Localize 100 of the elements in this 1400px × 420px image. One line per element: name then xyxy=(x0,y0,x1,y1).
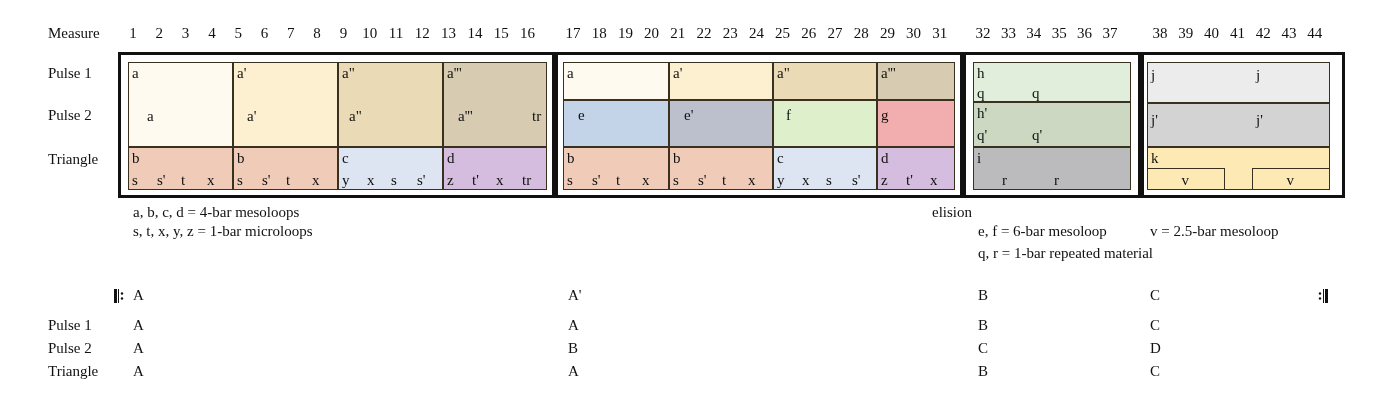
section-frame xyxy=(963,52,1141,198)
loop-block xyxy=(773,62,877,100)
measure-number: 3 xyxy=(181,24,190,42)
measure-number: 32 xyxy=(975,24,991,42)
loop-label: g xyxy=(881,107,889,123)
table-cell: B xyxy=(978,316,988,334)
loop-block xyxy=(233,147,338,190)
sub-loop-label: a" xyxy=(349,108,362,124)
sub-loop-label: q' xyxy=(977,127,988,143)
sub-loop-label: tr xyxy=(522,172,532,188)
table-cell: A xyxy=(133,339,144,357)
loop-label: d xyxy=(881,150,889,166)
table-cell: A xyxy=(568,316,579,334)
loop-label: c xyxy=(342,150,349,166)
sub-loop-label: x xyxy=(207,172,215,188)
measure-number: 35 xyxy=(1051,24,1067,42)
sub-loop-label: t xyxy=(616,172,621,188)
loop-label: a" xyxy=(342,65,355,81)
table-cell: D xyxy=(1150,339,1161,357)
loop-label: f xyxy=(786,107,791,123)
sub-loop-label: q' xyxy=(1032,127,1043,143)
sub-loop-label: s xyxy=(132,172,138,188)
sub-loop-label: r xyxy=(1054,172,1059,188)
row-label: Pulse 2 xyxy=(48,339,92,357)
loop-label: b xyxy=(132,150,140,166)
table-cell: B xyxy=(568,339,578,357)
section-letter: A' xyxy=(568,286,582,304)
sub-loop-label: x xyxy=(802,172,810,188)
loop-label: j xyxy=(1151,67,1156,83)
sub-loop-label: r xyxy=(1002,172,1007,188)
table-cell: A xyxy=(133,316,144,334)
measure-number: 29 xyxy=(879,24,895,42)
sub-loop-label: t xyxy=(286,172,291,188)
measure-number: 40 xyxy=(1204,24,1220,42)
row-label: Pulse 2 xyxy=(48,106,92,124)
loop-block xyxy=(669,62,773,100)
sub-loop-label: s xyxy=(391,172,397,188)
measure-number: 14 xyxy=(467,24,483,42)
sub-loop-label: a' xyxy=(247,108,257,124)
loop-block xyxy=(443,62,547,147)
measure-number: 43 xyxy=(1281,24,1297,42)
table-cell: C xyxy=(978,339,988,357)
loop-block xyxy=(973,62,1131,102)
sub-loop-label: x xyxy=(930,172,938,188)
sub-loop-label: x xyxy=(748,172,756,188)
loop-label: i xyxy=(977,150,982,166)
loop-block xyxy=(1147,147,1330,190)
measure-number: 30 xyxy=(906,24,922,42)
measure-number: 28 xyxy=(853,24,869,42)
measure-number: 41 xyxy=(1229,24,1245,42)
loop-label: e' xyxy=(684,107,694,123)
loop-label: a' xyxy=(237,65,247,81)
sub-loop-label: t xyxy=(722,172,727,188)
loop-label: a' xyxy=(673,65,683,81)
measure-number: 39 xyxy=(1178,24,1194,42)
table-cell: C xyxy=(1150,362,1160,380)
table-cell: B xyxy=(978,362,988,380)
section-frame xyxy=(118,52,555,198)
loop-block xyxy=(563,147,669,190)
sub-loop-label: s' xyxy=(852,172,861,188)
measure-number: 27 xyxy=(827,24,843,42)
loop-label: v xyxy=(1286,171,1294,188)
loop-block xyxy=(338,147,443,190)
loop-block xyxy=(877,100,955,147)
section-frame xyxy=(555,52,963,198)
row-label: Pulse 1 xyxy=(48,316,92,334)
measure-number: 13 xyxy=(441,24,457,42)
loop-label: a''' xyxy=(881,65,896,81)
loop-block xyxy=(443,147,547,190)
sub-loop-label: x xyxy=(642,172,650,188)
loop-block xyxy=(669,100,773,147)
sub-loop-label: y xyxy=(777,172,785,188)
loop-block xyxy=(973,102,1131,147)
section-letter: A xyxy=(133,286,144,304)
sub-loop-label: s xyxy=(237,172,243,188)
loop-label: v xyxy=(1181,171,1189,188)
sub-loop-label: tr xyxy=(532,108,542,124)
sub-loop-label: z xyxy=(881,172,888,188)
sub-loop-label: s' xyxy=(417,172,426,188)
sub-loop-label: j' xyxy=(1256,112,1263,128)
sub-loop-label: s xyxy=(567,172,573,188)
section-letter: B xyxy=(978,286,988,304)
legend-note: s, t, x, y, z = 1-bar microloops xyxy=(133,222,313,240)
loop-block xyxy=(563,62,669,100)
sub-loop-label: q xyxy=(1032,85,1040,101)
measure-number: 10 xyxy=(362,24,378,42)
sub-loop-label: q xyxy=(977,85,985,101)
legend-note: a, b, c, d = 4-bar mesoloops xyxy=(133,203,300,221)
measure-number: 34 xyxy=(1026,24,1042,42)
measure-number: 12 xyxy=(414,24,430,42)
measure-number: 23 xyxy=(722,24,738,42)
sub-loop-label: s' xyxy=(262,172,271,188)
sub-loop-label: s' xyxy=(592,172,601,188)
row-label: Pulse 1 xyxy=(48,64,92,82)
sub-loop-label: s xyxy=(673,172,679,188)
measure-number: 9 xyxy=(339,24,348,42)
loop-block xyxy=(338,62,443,147)
loop-block xyxy=(233,62,338,147)
loop-label: b xyxy=(567,150,575,166)
measure-number: 6 xyxy=(260,24,269,42)
